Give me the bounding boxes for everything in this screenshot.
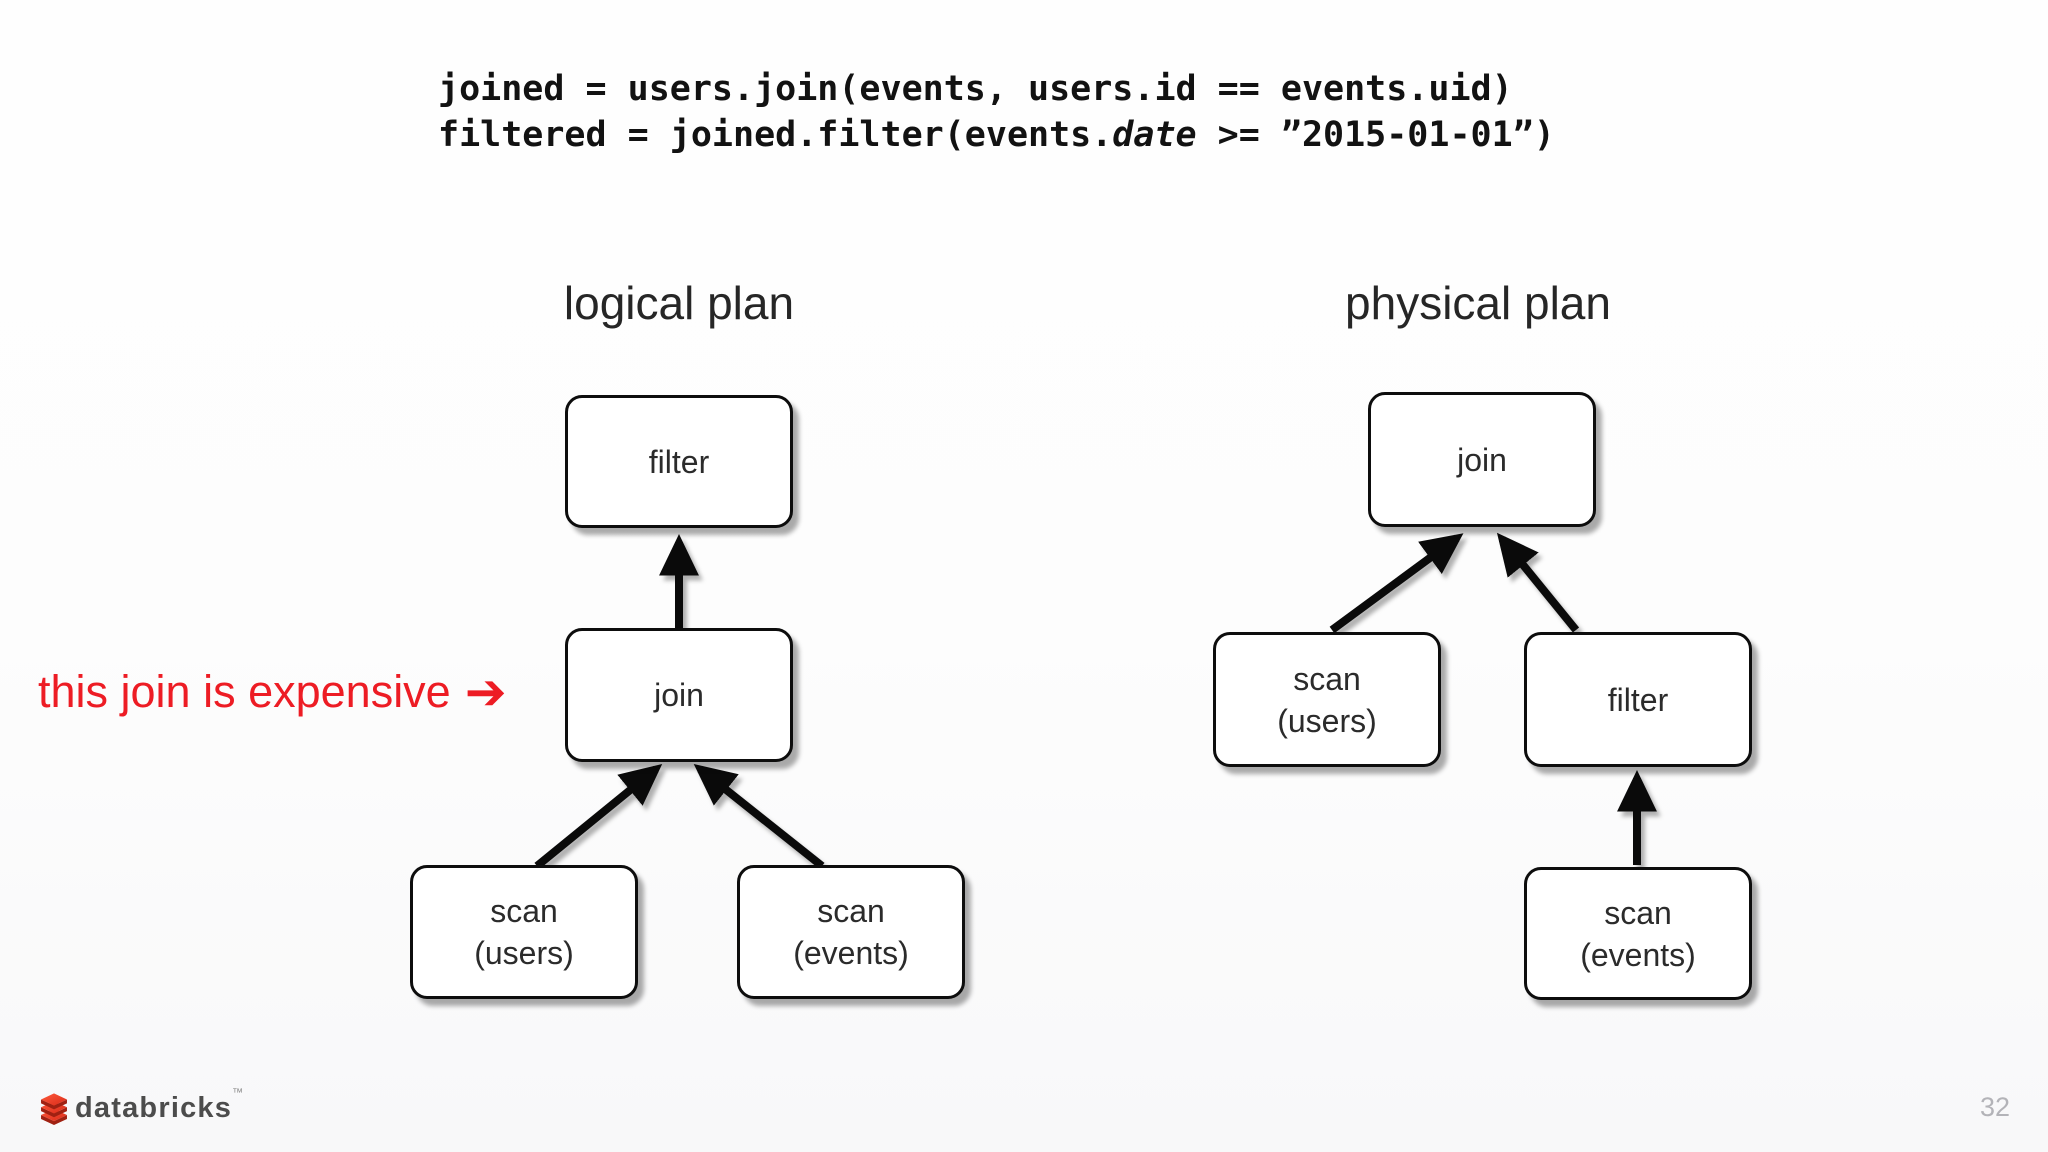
logical-plan-title: logical plan <box>563 277 795 329</box>
databricks-bricks-icon <box>41 1092 67 1125</box>
code-snippet: joined = users.join(events, users.id == … <box>438 66 1555 158</box>
code-line-2: filtered = joined.filter(events.date >= … <box>438 115 1555 155</box>
edge-logical-scanusers-to-join <box>534 763 663 870</box>
logical-scan-users-node: scan (users) <box>410 865 638 999</box>
logical-scan-events-node: scan (events) <box>737 865 965 999</box>
physical-plan-title: physical plan <box>1345 277 1611 329</box>
physical-scan-users-node: scan (users) <box>1213 632 1441 767</box>
physical-join-node: join <box>1368 392 1596 527</box>
right-arrow-icon: ➔ <box>464 664 507 720</box>
edge-physical-filter-to-join <box>1496 532 1580 633</box>
logical-filter-node: filter <box>565 395 793 528</box>
annotation-expensive-join: this join is expensive ➔ <box>38 666 507 718</box>
databricks-logo: databricks™ <box>40 1087 244 1125</box>
page-number: 32 <box>1979 1092 2010 1122</box>
logical-join-node: join <box>565 628 793 762</box>
code-keyword-date: date <box>1112 115 1197 155</box>
edge-logical-scanevents-to-join <box>693 764 825 870</box>
annotation-text: this join is expensive <box>38 666 451 717</box>
physical-filter-node: filter <box>1524 632 1752 767</box>
code-line-1: joined = users.join(events, users.id == … <box>438 69 1513 109</box>
trademark-symbol: ™ <box>232 1087 244 1100</box>
edge-physical-scanusers-to-join <box>1329 533 1464 634</box>
databricks-wordmark: databricks™ <box>75 1087 244 1124</box>
physical-scan-events-node: scan (events) <box>1524 867 1752 1000</box>
